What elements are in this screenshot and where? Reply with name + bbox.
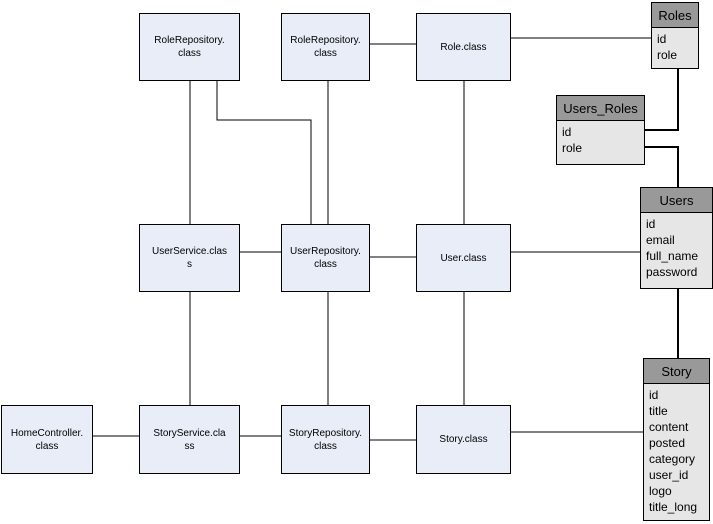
class-story: Story.class xyxy=(416,405,511,474)
table-field: logo xyxy=(649,484,672,498)
class-user: User.class xyxy=(416,224,511,292)
table-field: id xyxy=(646,217,656,231)
table-field: title xyxy=(649,404,668,418)
table-field: role xyxy=(657,48,678,62)
table-field: role xyxy=(562,141,583,155)
class-role-repository-left: RoleRepository. class xyxy=(139,13,240,81)
table-story-header: Story xyxy=(644,359,709,384)
class-user-service: UserService.clas s xyxy=(139,224,240,292)
table-field: id xyxy=(657,32,667,46)
table-users-header: Users xyxy=(641,188,712,213)
connector xyxy=(645,146,679,187)
table-field: id xyxy=(562,125,572,139)
table-story: Story id title content posted category u… xyxy=(643,358,710,521)
table-field: full_name xyxy=(646,249,699,263)
class-story-service: StoryService.cla ss xyxy=(139,405,240,474)
table-field: posted xyxy=(649,436,686,450)
table-users-roles-header: Users_Roles xyxy=(557,96,644,121)
class-role: Role.class xyxy=(416,13,511,81)
table-field: id xyxy=(649,388,659,402)
class-story-repository: StoryRepository. class xyxy=(281,405,370,474)
table-roles-header: Roles xyxy=(652,3,698,28)
table-field: category xyxy=(649,452,696,466)
table-field: title_long xyxy=(649,500,698,514)
table-field: content xyxy=(649,420,689,434)
table-users: Users id email full_name password xyxy=(640,187,713,289)
table-field: email xyxy=(646,233,675,247)
class-user-repository: UserRepository. class xyxy=(281,224,370,292)
table-field: password xyxy=(646,265,698,279)
class-home-controller: HomeController. class xyxy=(1,405,93,474)
table-field: user_id xyxy=(649,468,689,482)
class-role-repository-mid: RoleRepository. class xyxy=(281,13,370,81)
table-roles: Roles id role xyxy=(651,2,699,69)
table-users-roles: Users_Roles id role xyxy=(556,95,645,165)
connector xyxy=(216,81,312,224)
connector xyxy=(645,69,679,131)
